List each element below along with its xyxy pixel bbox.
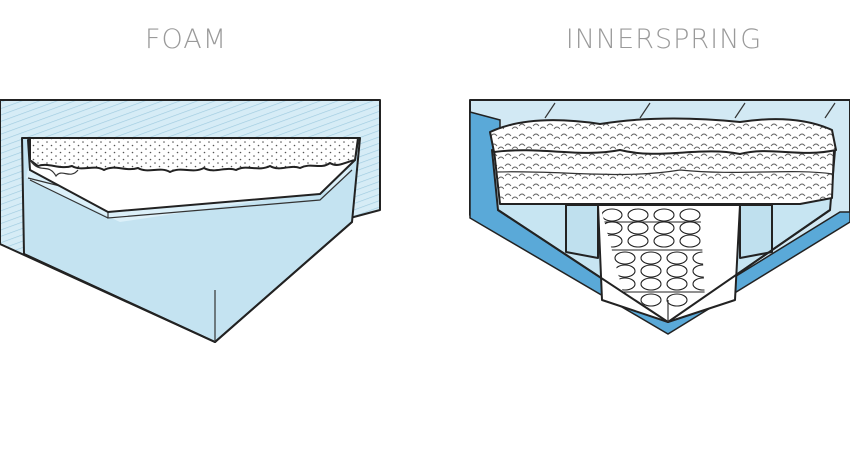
innerspring-foam-left — [565, 204, 599, 259]
foam-quilted-top — [29, 137, 359, 173]
innerspring-foam-right — [739, 204, 773, 259]
innerspring-quilt-top — [489, 117, 837, 155]
innerspring-title: INNERSPRING — [565, 24, 763, 55]
innerspring-mattress — [469, 99, 850, 335]
foam-title: FOAM — [144, 24, 228, 55]
innerspring-quilt-lower — [493, 149, 835, 205]
foam-mattress — [0, 99, 381, 343]
